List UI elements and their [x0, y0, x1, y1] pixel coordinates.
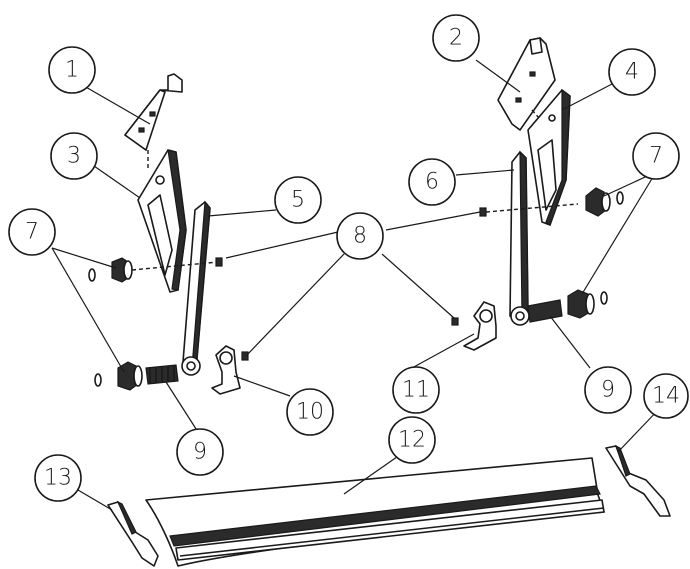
svg-text:4: 4 — [625, 60, 639, 85]
part-10-latch — [211, 345, 249, 395]
callout-8: 8 — [336, 212, 384, 260]
svg-text:10: 10 — [296, 400, 324, 425]
part-3-side-plate — [137, 149, 187, 293]
part-7-knob-upper-right — [585, 187, 624, 217]
svg-text:13: 13 — [44, 466, 72, 491]
part-9-spring-left — [145, 364, 179, 385]
svg-text:1: 1 — [65, 58, 79, 83]
svg-text:14: 14 — [652, 384, 680, 409]
callout-13: 13 — [34, 454, 82, 502]
svg-text:6: 6 — [425, 170, 439, 195]
svg-text:9: 9 — [193, 440, 207, 465]
svg-text:7: 7 — [649, 144, 663, 169]
svg-text:11: 11 — [402, 378, 430, 403]
callout-4: 4 — [608, 48, 656, 96]
part-7-knob-lower-left — [94, 361, 143, 391]
svg-text:5: 5 — [291, 188, 305, 213]
callout-1: 1 — [48, 46, 96, 94]
part-7-knob-lower-right — [567, 289, 608, 319]
part-5-arm — [181, 200, 211, 376]
callout-9-left: 9 — [176, 428, 224, 476]
callout-7-right: 7 — [632, 132, 680, 180]
callout-7-left: 7 — [8, 208, 56, 256]
part-12-trough — [145, 457, 605, 567]
part-7-knob-upper-left — [88, 257, 223, 283]
callout-14: 14 — [643, 373, 689, 419]
svg-text:8: 8 — [353, 224, 367, 249]
callout-11: 11 — [392, 366, 440, 414]
callout-10: 10 — [286, 388, 334, 436]
callout-3: 3 — [50, 132, 98, 180]
part-1-bracket-plate — [124, 73, 183, 168]
leader-lines — [51, 59, 661, 511]
svg-text:12: 12 — [398, 428, 426, 453]
part-6-arm — [479, 150, 579, 326]
svg-text:3: 3 — [67, 144, 81, 169]
part-11-latch — [451, 301, 497, 351]
callout-12: 12 — [388, 416, 436, 464]
part-14-end-cap — [605, 444, 671, 517]
part-4-side-plate — [527, 88, 571, 226]
callout-5: 5 — [274, 176, 322, 224]
callout-2: 2 — [432, 14, 480, 62]
callout-6: 6 — [408, 158, 456, 206]
callout-9-right: 9 — [584, 366, 632, 414]
part-9-spring-right — [527, 299, 563, 323]
part-13-end-cap — [107, 500, 159, 567]
svg-text:2: 2 — [449, 26, 463, 51]
svg-text:9: 9 — [601, 378, 615, 403]
svg-text:7: 7 — [25, 220, 39, 245]
